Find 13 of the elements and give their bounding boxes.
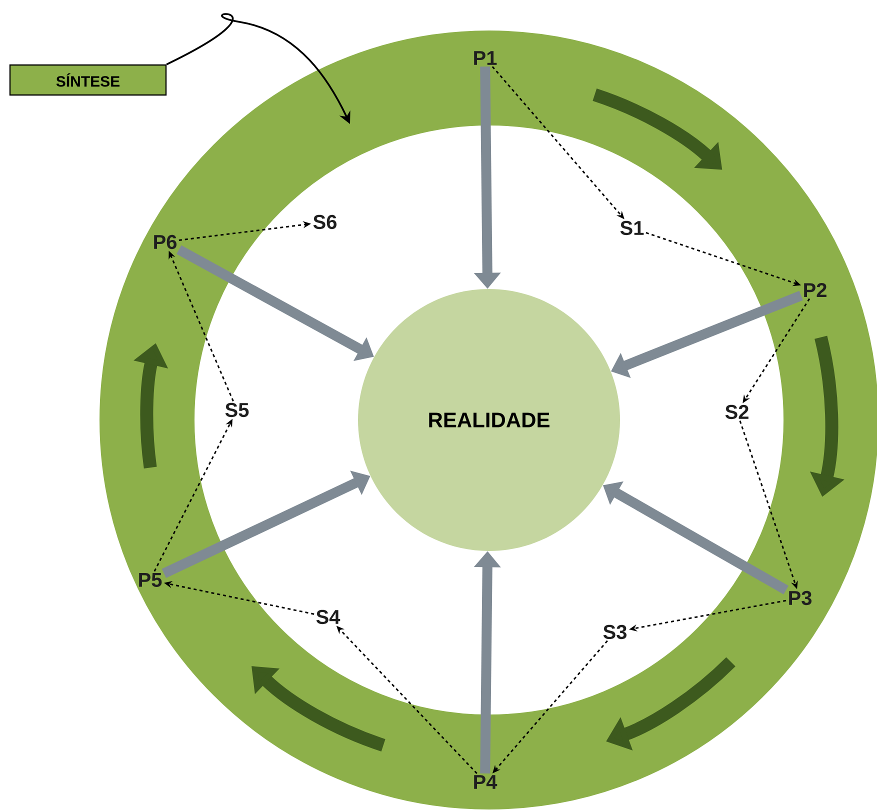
label-box: SÍNTESE bbox=[9, 64, 167, 96]
step-label: S5 bbox=[225, 402, 249, 418]
step-label: P3 bbox=[789, 590, 812, 606]
step-label: P2 bbox=[804, 283, 826, 297]
step-label: P5 bbox=[139, 573, 162, 587]
step-label: P6 bbox=[154, 234, 176, 250]
step-label: S1 bbox=[620, 220, 644, 236]
step-label: P4 bbox=[474, 775, 498, 789]
step-label: S4 bbox=[316, 610, 340, 624]
step-label: S3 bbox=[603, 624, 627, 640]
step-label: S6 bbox=[313, 214, 337, 230]
step-label: S2 bbox=[725, 404, 748, 420]
step-label: P1 bbox=[474, 51, 497, 65]
